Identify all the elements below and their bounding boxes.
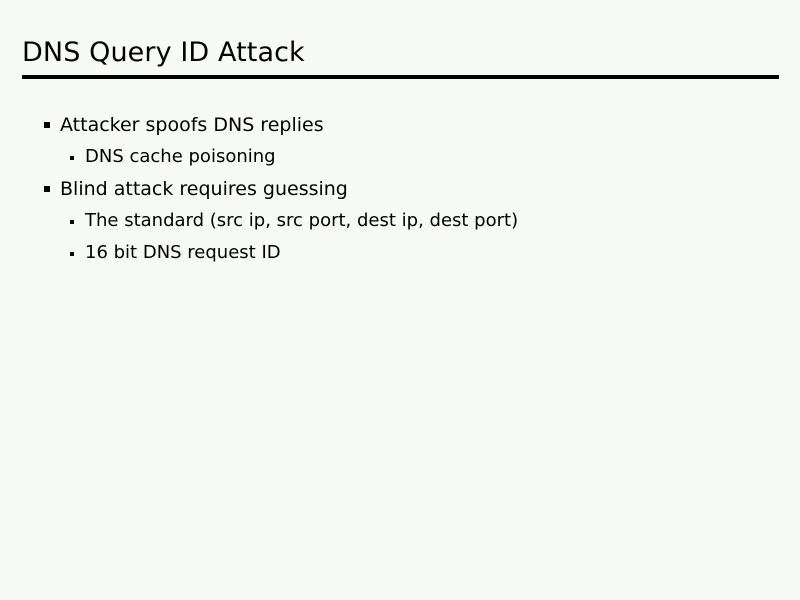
small-square-bullet-icon	[70, 156, 74, 160]
list-item: Blind attack requires guessing	[0, 173, 800, 205]
list-item-label: Attacker spoofs DNS replies	[60, 114, 324, 136]
slide-title-block: DNS Query ID Attack	[22, 36, 779, 79]
square-bullet-icon	[44, 186, 50, 192]
small-square-bullet-icon	[70, 252, 74, 256]
square-bullet-icon	[44, 122, 50, 128]
list-item-label: Blind attack requires guessing	[60, 178, 348, 200]
list-item: 16 bit DNS request ID	[0, 237, 800, 269]
list-item: Attacker spoofs DNS replies	[0, 109, 800, 141]
page-title: DNS Query ID Attack	[22, 37, 305, 68]
slide-body-content: Attacker spoofs DNS replies DNS cache po…	[0, 109, 800, 269]
list-item-label: DNS cache poisoning	[85, 146, 276, 167]
list-item-label: 16 bit DNS request ID	[85, 242, 281, 263]
list-item: The standard (src ip, src port, dest ip,…	[0, 205, 800, 237]
list-item: DNS cache poisoning	[0, 141, 800, 173]
small-square-bullet-icon	[70, 220, 74, 224]
list-item-label: The standard (src ip, src port, dest ip,…	[85, 210, 519, 231]
title-divider-rule	[22, 75, 779, 79]
